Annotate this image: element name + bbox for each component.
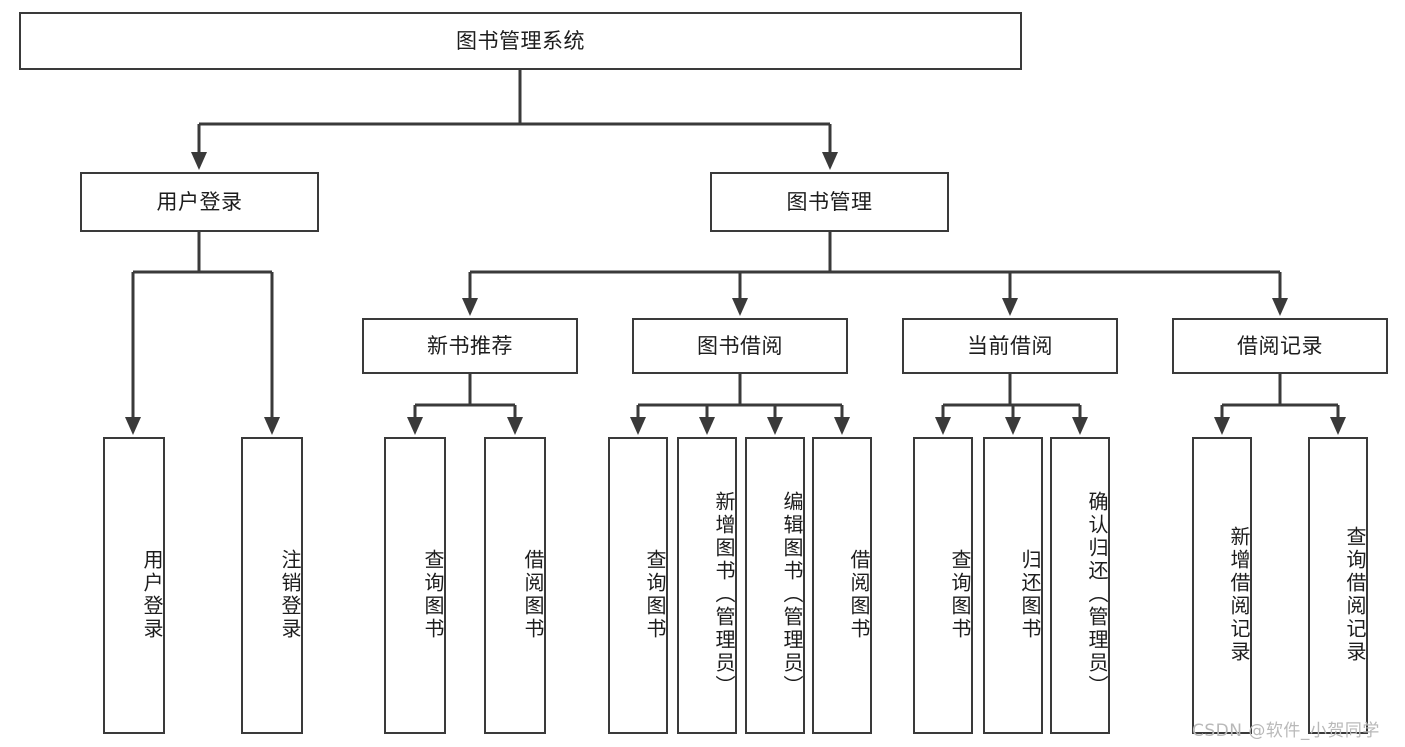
- node-leaf-1[interactable]: 注销登录: [241, 437, 303, 734]
- arrowhead-12: [767, 417, 783, 435]
- node-root-label: 图书管理系统: [456, 28, 585, 53]
- arrowhead-2: [125, 417, 141, 435]
- node-leaf-2[interactable]: 查询图书: [384, 437, 446, 734]
- arrowhead-18: [1330, 417, 1346, 435]
- node-leaf-9-label: 归还图书: [1018, 548, 1042, 641]
- node-leaf-12[interactable]: 查询借阅记录: [1308, 437, 1368, 734]
- node-leaf-5-label: 新增图书（管理员）: [712, 491, 736, 698]
- node-leaf-4[interactable]: 查询图书: [608, 437, 668, 734]
- node-leaf-2-label: 查询图书: [421, 548, 445, 641]
- node-leaf-4-label: 查询图书: [643, 548, 667, 641]
- arrowhead-14: [935, 417, 951, 435]
- node-level3-3[interactable]: 借阅记录: [1172, 318, 1388, 374]
- node-leaf-11[interactable]: 新增借阅记录: [1192, 437, 1252, 734]
- node-level3-2[interactable]: 当前借阅: [902, 318, 1118, 374]
- node-level3-1[interactable]: 图书借阅: [632, 318, 848, 374]
- arrowhead-8: [407, 417, 423, 435]
- node-leaf-9[interactable]: 归还图书: [983, 437, 1043, 734]
- arrowhead-10: [630, 417, 646, 435]
- node-leaf-7[interactable]: 借阅图书: [812, 437, 872, 734]
- arrowhead-6: [1002, 298, 1018, 316]
- node-level2-1-label: 图书管理: [786, 189, 873, 214]
- arrowhead-0: [191, 152, 207, 170]
- node-level3-3-label: 借阅记录: [1237, 333, 1323, 358]
- node-leaf-3-label: 借阅图书: [521, 548, 545, 641]
- node-level3-0[interactable]: 新书推荐: [362, 318, 578, 374]
- arrowhead-3: [264, 417, 280, 435]
- node-level2-1[interactable]: 图书管理: [710, 172, 949, 232]
- node-level2-0-label: 用户登录: [156, 189, 243, 214]
- arrowhead-11: [699, 417, 715, 435]
- node-leaf-8[interactable]: 查询图书: [913, 437, 973, 734]
- arrowhead-16: [1072, 417, 1088, 435]
- node-level2-0[interactable]: 用户登录: [80, 172, 319, 232]
- node-leaf-11-label: 新增借阅记录: [1227, 525, 1251, 664]
- node-root[interactable]: 图书管理系统: [19, 12, 1022, 70]
- node-leaf-8-label: 查询图书: [948, 548, 972, 641]
- arrowhead-1: [822, 152, 838, 170]
- node-level3-2-label: 当前借阅: [967, 333, 1053, 358]
- node-leaf-10-label: 确认归还（管理员）: [1085, 491, 1109, 698]
- node-level3-1-label: 图书借阅: [697, 333, 783, 358]
- arrowhead-13: [834, 417, 850, 435]
- node-leaf-7-label: 借阅图书: [847, 548, 871, 641]
- node-leaf-0-label: 用户登录: [140, 548, 164, 641]
- node-leaf-0[interactable]: 用户登录: [103, 437, 165, 734]
- arrowhead-15: [1005, 417, 1021, 435]
- node-leaf-1-label: 注销登录: [278, 548, 302, 641]
- arrowhead-5: [732, 298, 748, 316]
- arrowhead-17: [1214, 417, 1230, 435]
- node-leaf-12-label: 查询借阅记录: [1343, 525, 1367, 664]
- node-leaf-10[interactable]: 确认归还（管理员）: [1050, 437, 1110, 734]
- node-leaf-6-label: 编辑图书（管理员）: [780, 491, 804, 698]
- node-level3-0-label: 新书推荐: [427, 333, 513, 358]
- node-leaf-5[interactable]: 新增图书（管理员）: [677, 437, 737, 734]
- arrowhead-7: [1272, 298, 1288, 316]
- arrowhead-4: [462, 298, 478, 316]
- node-leaf-6[interactable]: 编辑图书（管理员）: [745, 437, 805, 734]
- node-leaf-3[interactable]: 借阅图书: [484, 437, 546, 734]
- arrowhead-9: [507, 417, 523, 435]
- watermark: CSDN @软件_小贺同学: [1192, 721, 1380, 741]
